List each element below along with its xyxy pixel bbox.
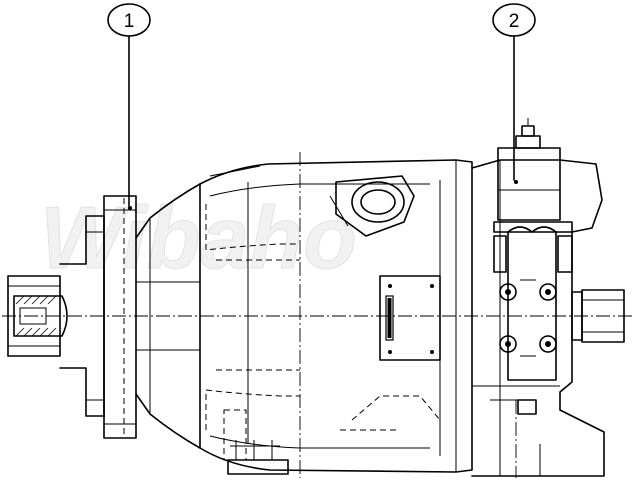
name-plate xyxy=(379,275,441,361)
port-boss xyxy=(329,175,415,237)
center-lines xyxy=(2,152,632,478)
callout-2-number: 2 xyxy=(509,11,520,32)
callout-1-number: 1 xyxy=(124,11,135,32)
control-valve xyxy=(471,118,625,477)
watermark: Wibaho xyxy=(40,188,357,287)
callout-1: 1 xyxy=(107,3,151,207)
callout-2: 2 xyxy=(492,3,536,181)
drive-shaft xyxy=(7,275,68,357)
